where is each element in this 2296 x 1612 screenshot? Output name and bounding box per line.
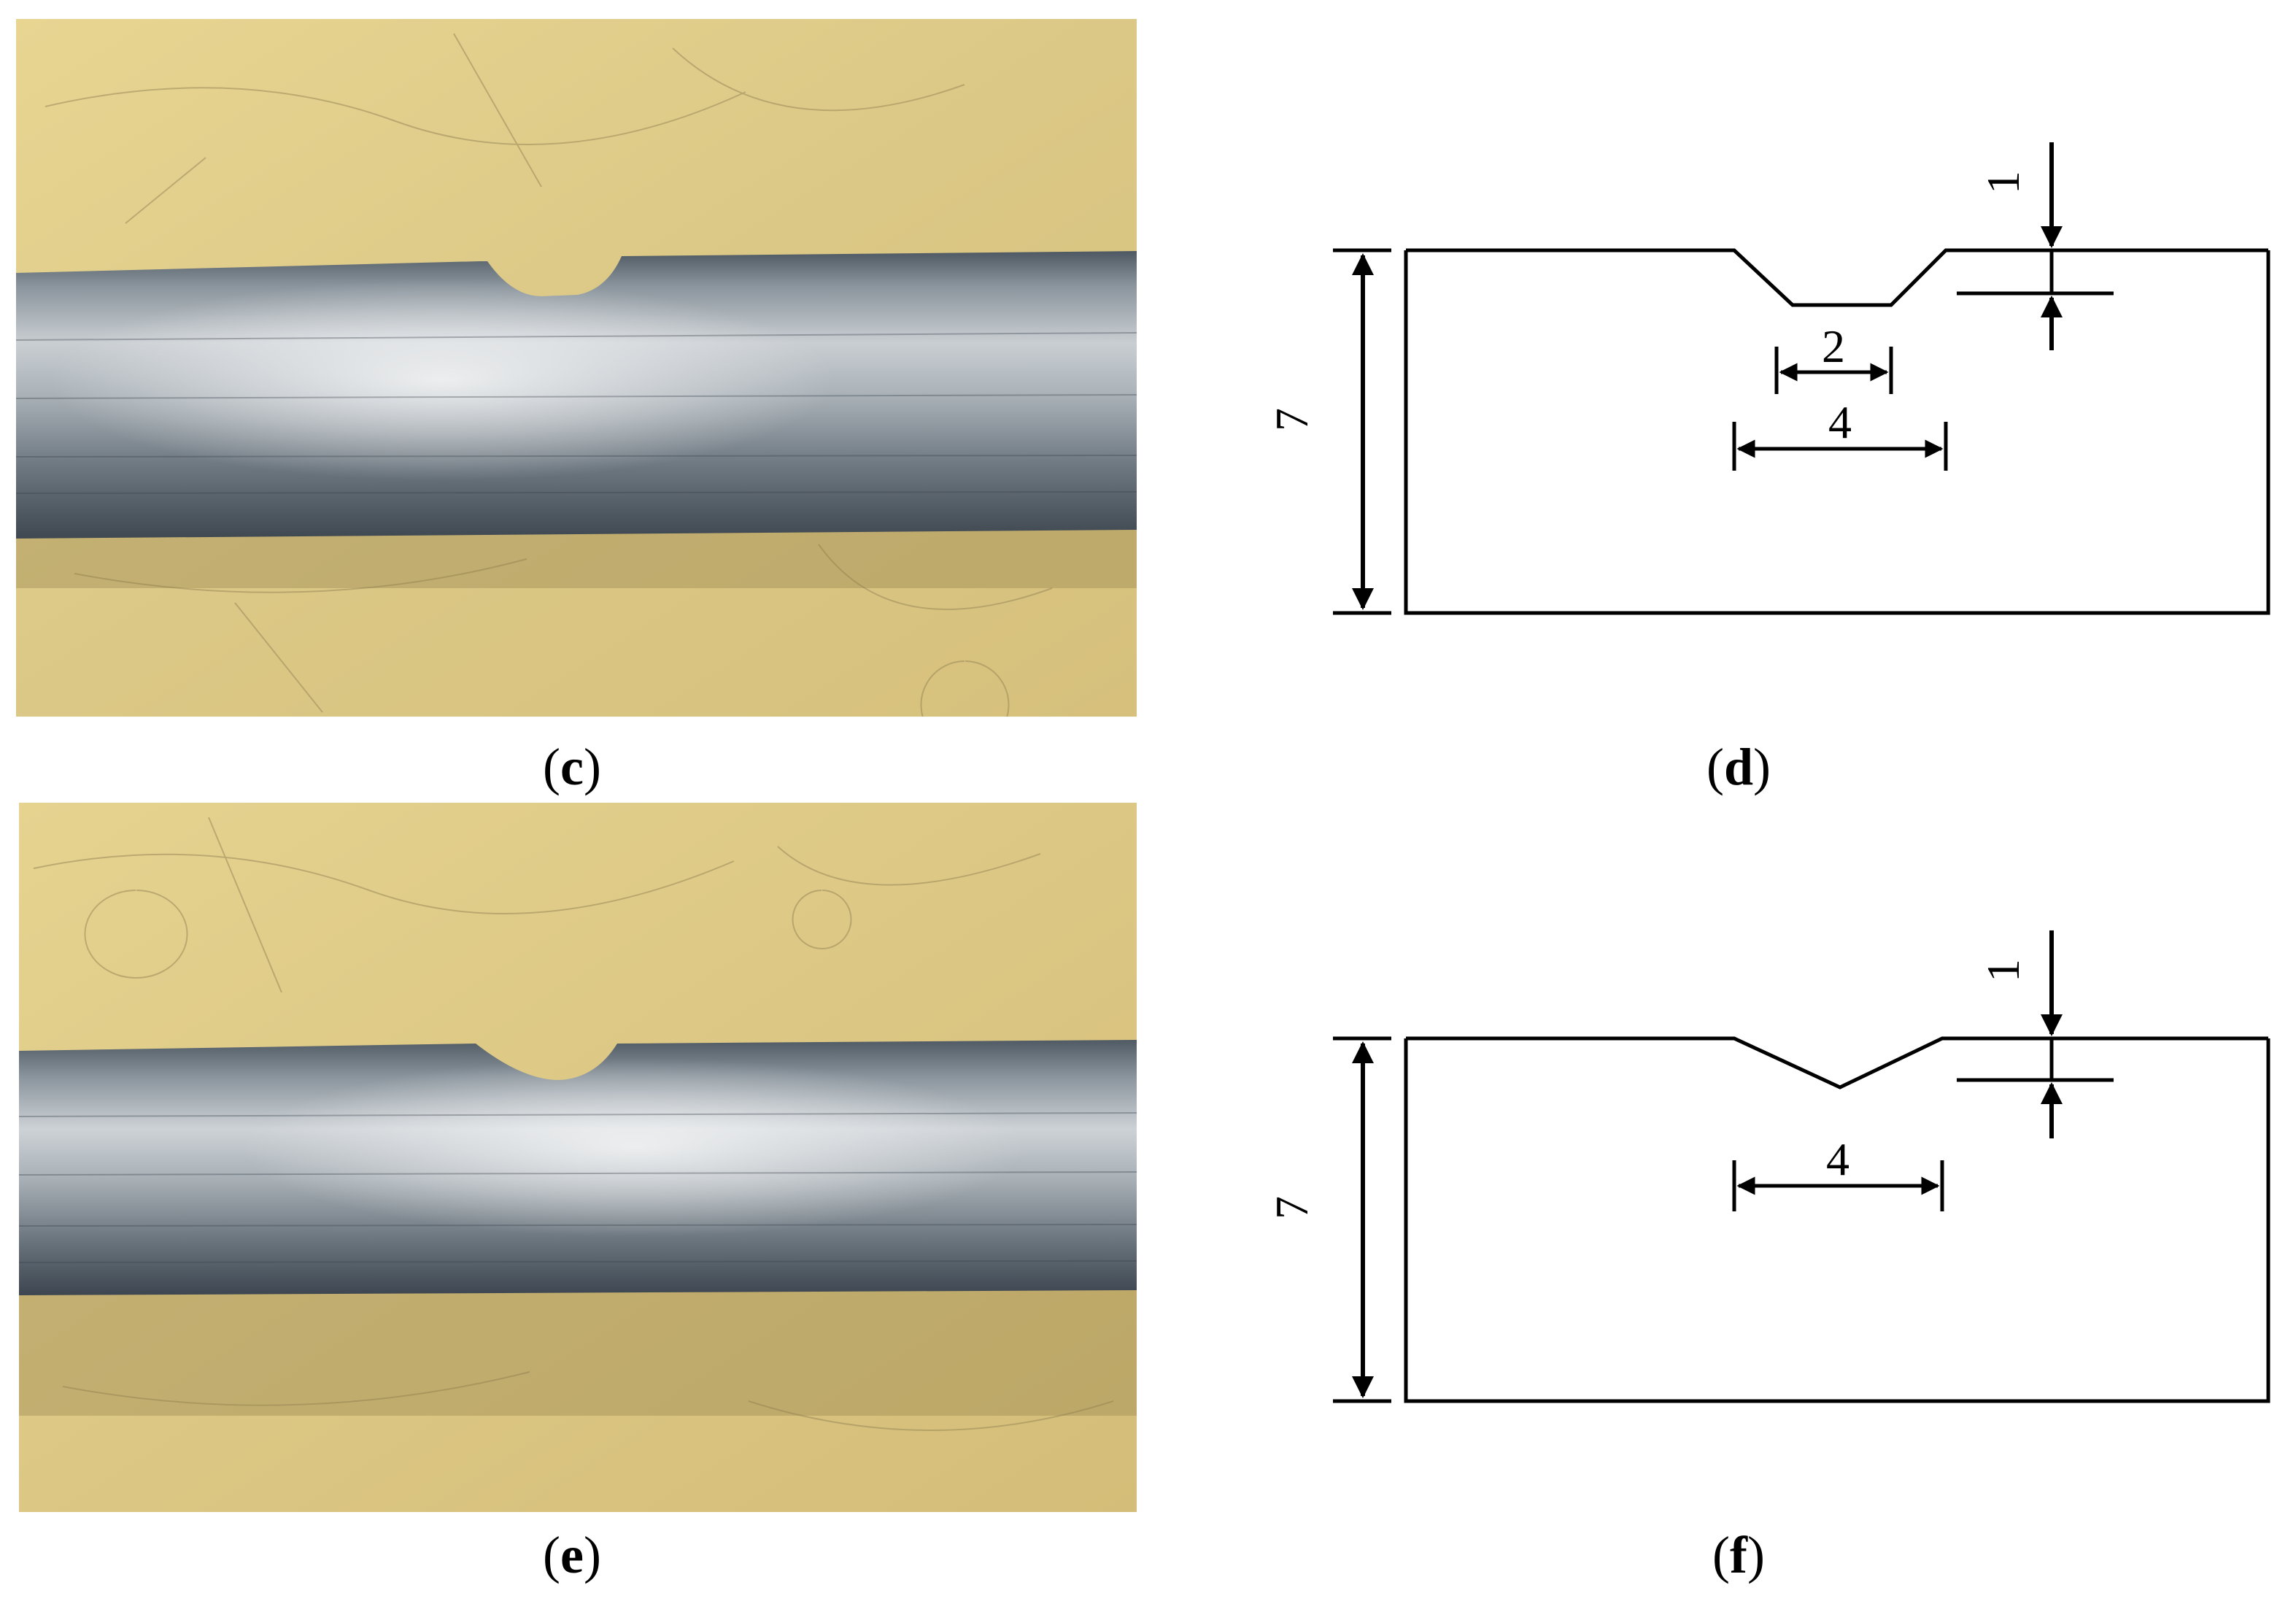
notch-profile [1406, 248, 2268, 307]
specimen-outline [1404, 1038, 2270, 1403]
caption-f: (f) [1712, 1526, 1765, 1584]
bottom-width-label: 2 [1822, 320, 1845, 372]
caption-d: (d) [1706, 738, 1771, 796]
schematic-v-notch: 7 1 4 [1158, 788, 2296, 1445]
caption-c: (c) [543, 738, 601, 796]
height-label: 7 [1266, 408, 1318, 431]
depth-label: 1 [1977, 959, 2029, 982]
height-label: 7 [1266, 1196, 1318, 1219]
caption-e: (e) [543, 1526, 601, 1584]
photo-v-notch-rod [19, 803, 1137, 1512]
schematic-trapezoid-notch: 7 1 2 4 [1158, 0, 2296, 657]
specimen-outline [1404, 250, 2270, 615]
top-width-label: 4 [1828, 396, 1852, 448]
depth-label: 1 [1977, 171, 2029, 194]
top-width-label: 4 [1826, 1133, 1849, 1185]
photo-trapezoid-notch-rod [16, 19, 1137, 717]
notch-profile [1406, 1036, 2268, 1090]
